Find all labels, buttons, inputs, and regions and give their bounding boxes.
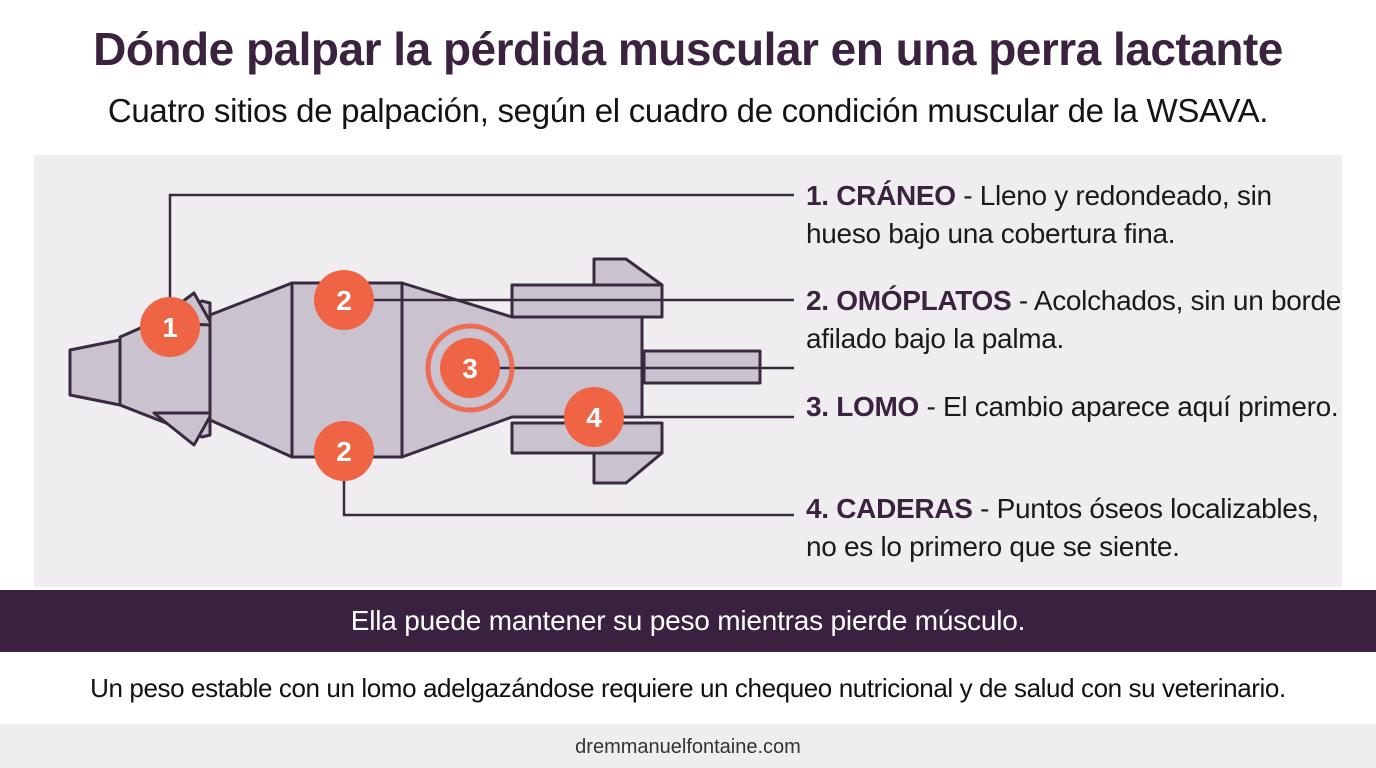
marker-4: 4 xyxy=(564,387,624,447)
svg-text:2: 2 xyxy=(336,436,352,467)
leader-line-1 xyxy=(168,193,794,325)
site-description: - El cambio aparece aquí primero. xyxy=(919,391,1339,422)
svg-text:1: 1 xyxy=(162,312,178,343)
site-description: - Puntos óseos localizables, no es lo pr… xyxy=(806,493,1319,562)
page-title: Dónde palpar la pérdida muscular en una … xyxy=(93,23,1283,75)
site-description: - Lleno y redondeado, sin hueso bajo una… xyxy=(806,180,1272,249)
site-label-loin: 3. LOMO - El cambio aparece aquí primero… xyxy=(806,388,1346,426)
site-heading: 1. CRÁNEO xyxy=(806,180,956,211)
key-message-banner: Ella puede mantener su peso mientras pie… xyxy=(0,590,1376,652)
dog-ear-bottom xyxy=(152,411,214,447)
leader-line-2b xyxy=(342,455,794,517)
marker-1: 1 xyxy=(140,297,200,357)
site-description: - Acolchados, sin un borde afilado bajo … xyxy=(806,285,1342,354)
advice-note: Un peso estable con un lomo adelgazándos… xyxy=(90,673,1286,703)
dog-snout xyxy=(68,338,122,407)
site-heading: 2. OMÓPLATOS xyxy=(806,285,1012,316)
site-label-skull: 1. CRÁNEO - Lleno y redondeado, sin hues… xyxy=(806,177,1346,253)
svg-text:2: 2 xyxy=(336,285,352,316)
site-heading: 3. LOMO xyxy=(806,391,920,422)
dog-neck xyxy=(208,281,294,459)
footer-website: dremmanuelfontaine.com xyxy=(575,736,801,758)
site-label-hips: 4. CADERAS - Puntos óseos localizables, … xyxy=(806,490,1346,566)
svg-text:4: 4 xyxy=(586,402,602,433)
dog-body-diagram: 1 2 3 4 2 xyxy=(68,193,794,517)
dog-foot-bottom xyxy=(592,451,664,485)
svg-text:3: 3 xyxy=(462,353,478,384)
banner-text: Ella puede mantener su peso mientras pie… xyxy=(350,605,1026,636)
marker-2-top: 2 xyxy=(314,270,374,330)
marker-3: 3 xyxy=(425,323,515,413)
dog-foot-top xyxy=(592,257,664,287)
site-heading: 4. CADERAS xyxy=(806,493,973,524)
marker-2-bottom: 2 xyxy=(314,421,374,481)
diagram-panel: 1 2 3 4 2 xyxy=(34,155,1342,587)
footer-bar: dremmanuelfontaine.com xyxy=(0,724,1376,768)
page-subtitle: Cuatro sitios de palpación, según el cua… xyxy=(107,92,1269,129)
site-label-shoulder-blades: 2. OMÓPLATOS - Acolchados, sin un borde … xyxy=(806,282,1346,358)
